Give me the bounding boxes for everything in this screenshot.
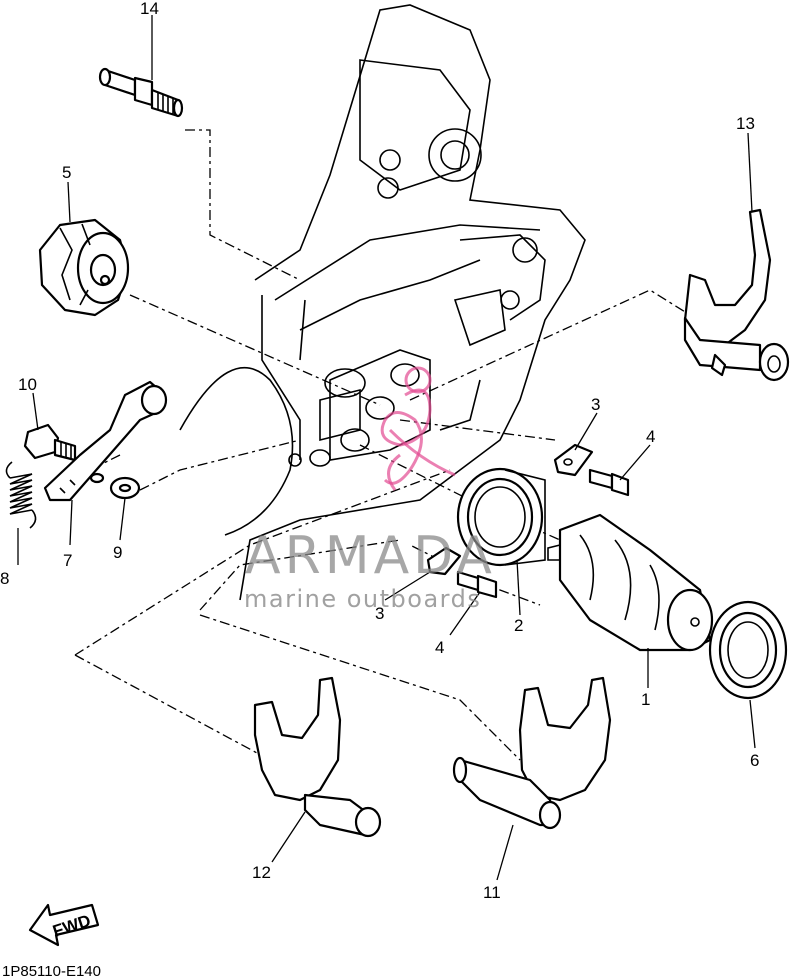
part-1-shift-drum bbox=[547, 513, 714, 652]
callout-12: 12 bbox=[252, 863, 271, 882]
callout-labels: 14 5 13 10 8 7 9 3 4 2 3 4 1 6 12 11 bbox=[0, 0, 759, 902]
fwd-arrow-icon: FWD bbox=[28, 903, 100, 947]
callout-11: 11 bbox=[483, 883, 501, 902]
diagram-code: 1P85110-E140 bbox=[2, 963, 101, 979]
part-3-plate-upper bbox=[553, 443, 594, 477]
part-5-segment bbox=[38, 218, 130, 317]
callout-8: 8 bbox=[0, 569, 9, 588]
callout-4-upper: 4 bbox=[646, 427, 655, 446]
callout-3-upper: 3 bbox=[591, 395, 600, 414]
part-4-bolt-upper bbox=[588, 468, 630, 497]
crankcase-housing bbox=[179, 4, 586, 601]
callout-5: 5 bbox=[62, 163, 71, 182]
callout-3-lower: 3 bbox=[375, 604, 384, 623]
part-3-plate-lower bbox=[426, 546, 462, 576]
watermark-logo-icon bbox=[380, 366, 456, 491]
watermark-brand: ARMADA bbox=[245, 526, 496, 586]
callout-2: 2 bbox=[514, 616, 523, 635]
part-7-shift-lever bbox=[43, 380, 168, 502]
part-8-spring bbox=[5, 461, 37, 529]
callout-7: 7 bbox=[63, 551, 72, 570]
callout-6: 6 bbox=[750, 751, 759, 770]
leader-lines bbox=[17, 15, 756, 881]
assembly-lines bbox=[74, 129, 691, 761]
part-14-shaft-bolt bbox=[98, 67, 184, 118]
callout-9: 9 bbox=[113, 543, 122, 562]
callout-1: 1 bbox=[641, 690, 650, 709]
callout-10: 10 bbox=[18, 375, 37, 394]
callout-13: 13 bbox=[736, 114, 755, 133]
part-13-shift-fork bbox=[683, 208, 790, 382]
callout-4-lower: 4 bbox=[435, 638, 444, 657]
part-2-bearing bbox=[456, 467, 546, 567]
watermark-tagline: marine outboards bbox=[244, 585, 481, 613]
callout-14: 14 bbox=[140, 0, 159, 18]
part-12-shift-fork bbox=[253, 676, 382, 838]
part-10-bolt bbox=[23, 423, 77, 462]
part-9-washer bbox=[109, 476, 141, 500]
part-4-bolt-lower bbox=[456, 570, 498, 599]
watermark: ARMADA marine outboards bbox=[244, 366, 496, 613]
part-6-bearing bbox=[708, 600, 788, 700]
part-11-shift-fork bbox=[452, 676, 612, 830]
